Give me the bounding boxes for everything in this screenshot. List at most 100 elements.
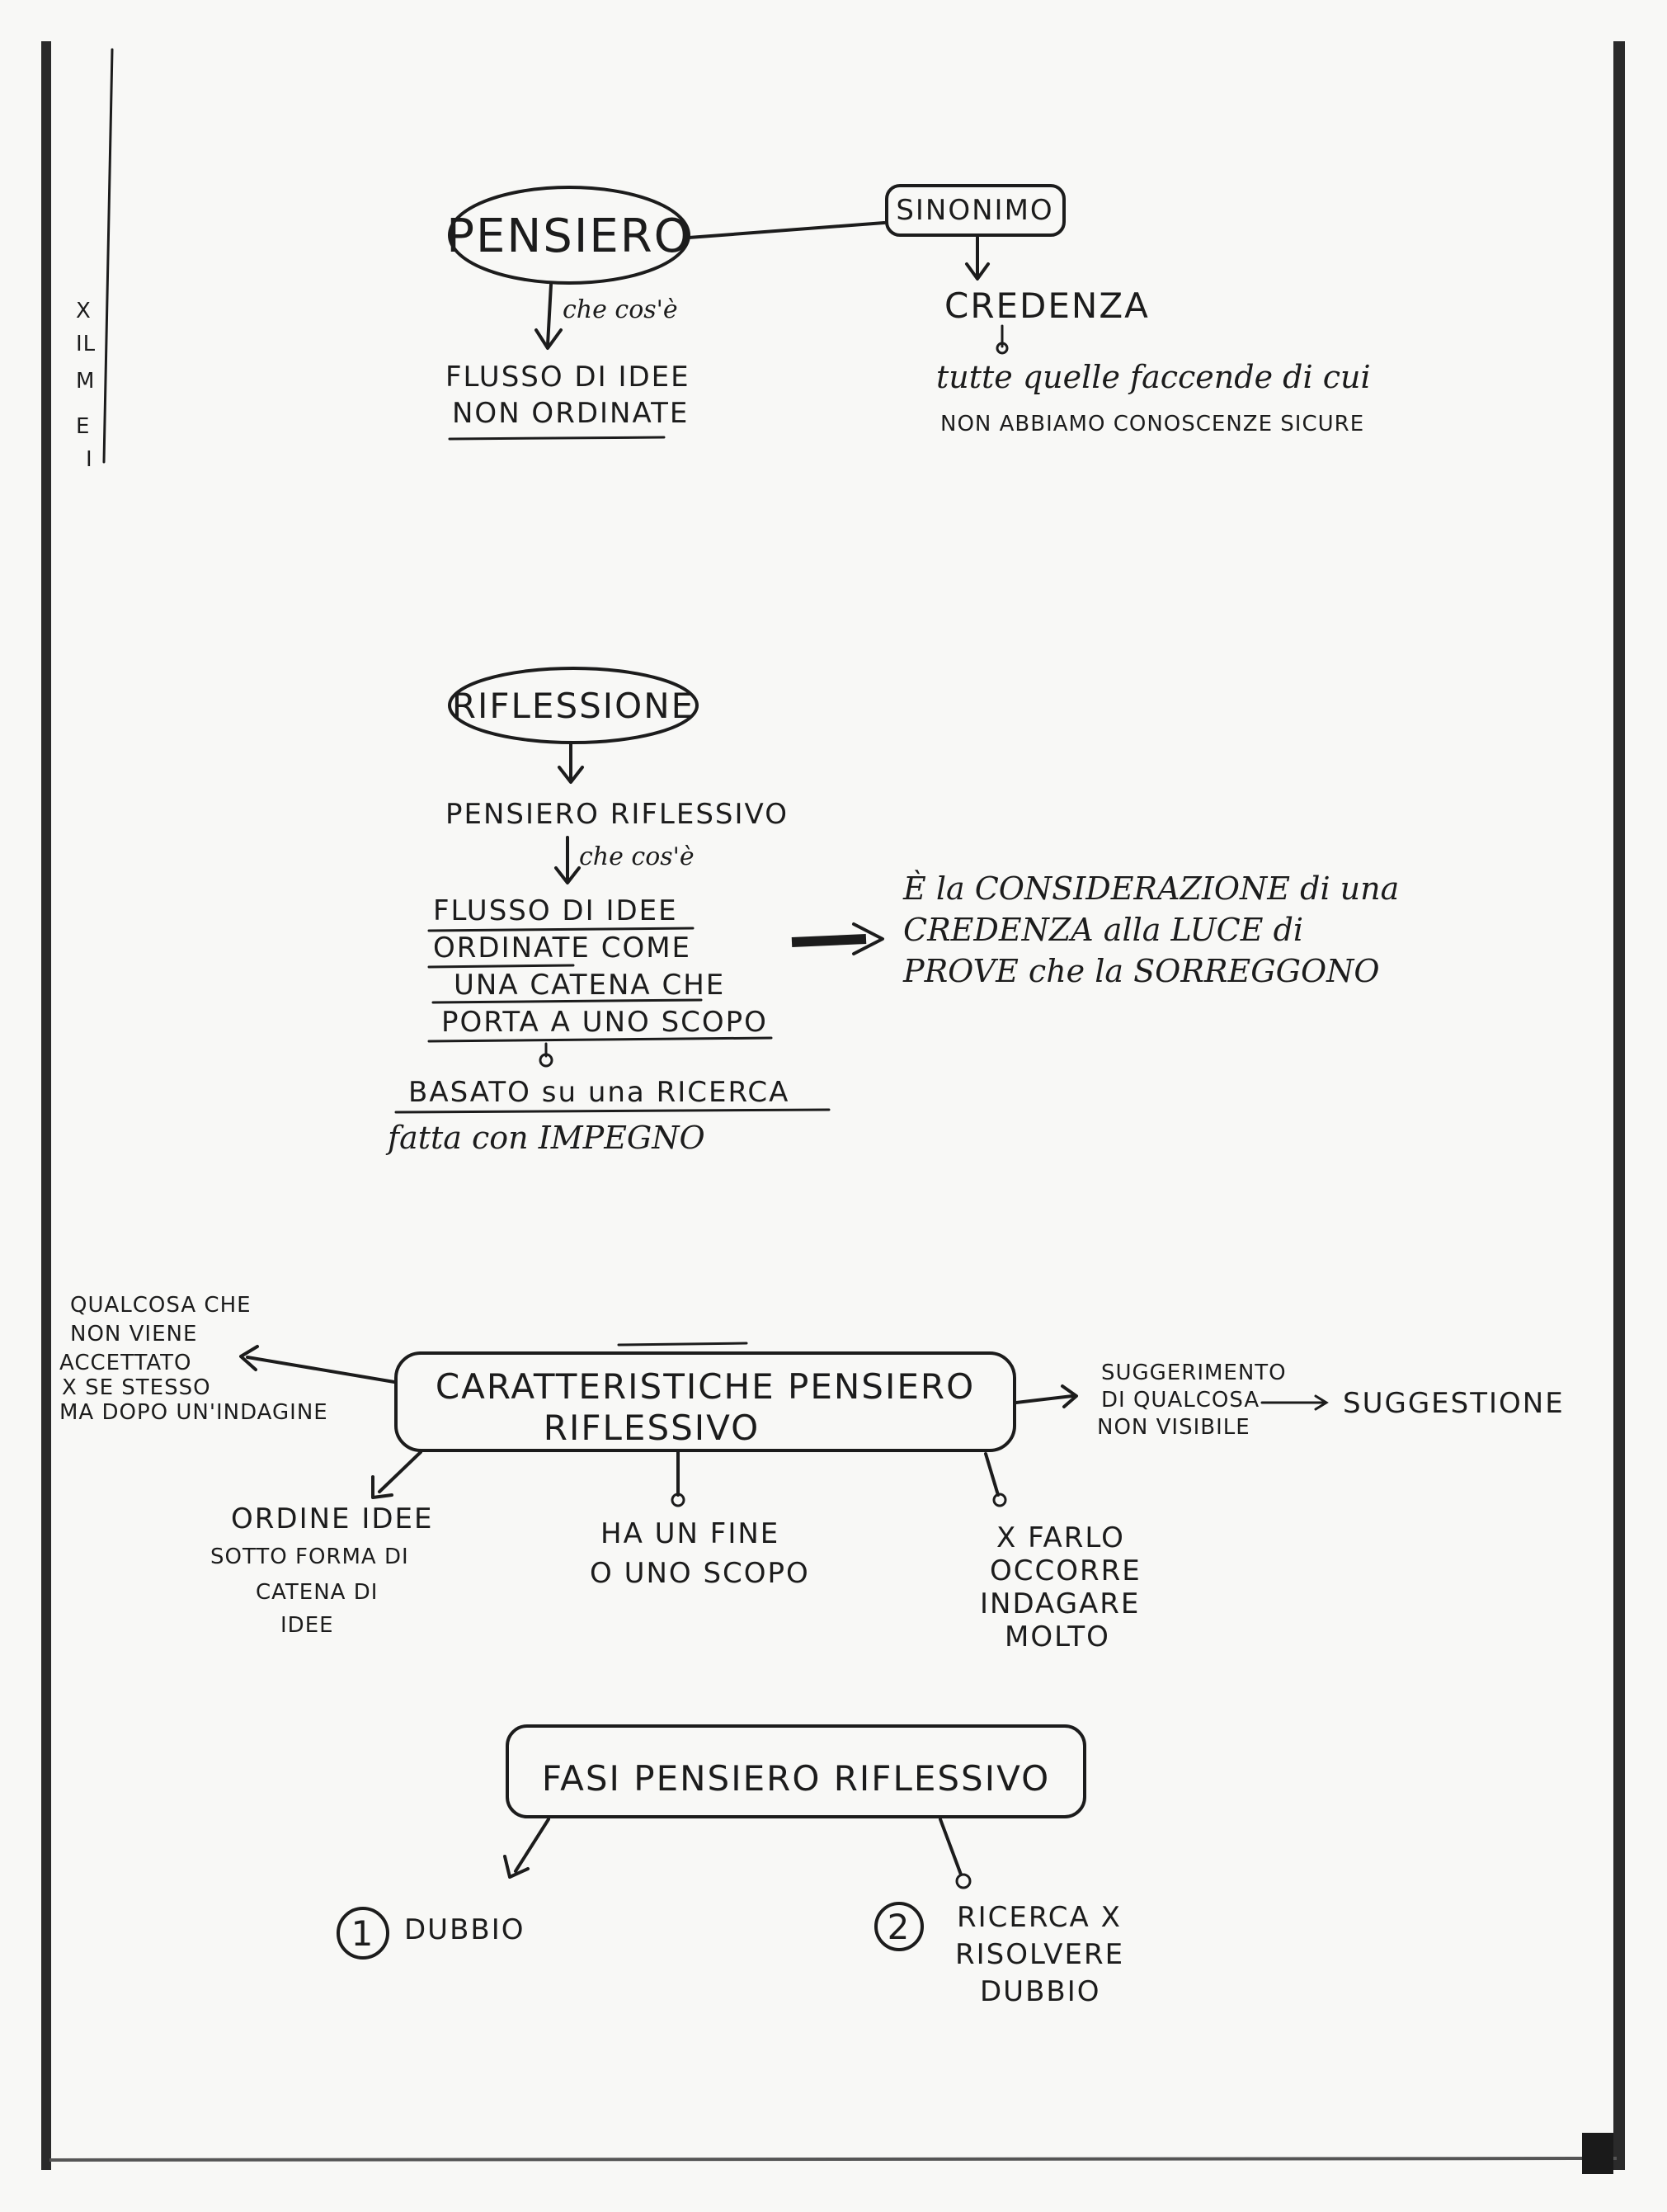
arrow-head <box>852 922 884 955</box>
sinonimo-title: SINONIMO <box>896 194 1053 227</box>
caratteristiche-title: RIFLESSIVO <box>544 1408 760 1448</box>
step1-text: DUBBIO <box>404 1913 525 1946</box>
step1-number: 1 <box>351 1913 375 1954</box>
arrow-head <box>503 1855 530 1879</box>
arrow-left <box>246 1356 396 1384</box>
riflessione-def-line: UNA CATENA CHE <box>454 969 725 1002</box>
arrow-head <box>558 766 584 784</box>
branch3-line: INDAGARE <box>980 1587 1140 1620</box>
pensiero-def-line: NON ORDINATE <box>452 397 689 430</box>
sinonimo-section: SINONIMO CREDENZA tutte quelle faccende … <box>885 184 1371 436</box>
arrow-pensiero-def <box>546 283 553 347</box>
right-note-line: DI QUALCOSA <box>1101 1388 1260 1413</box>
underline <box>427 927 695 932</box>
arrow-head <box>239 1345 259 1371</box>
arrow-head <box>965 262 990 281</box>
branch1-line: CATENA DI <box>256 1580 378 1605</box>
arrow-right <box>1015 1394 1074 1404</box>
arrow-tip <box>992 1493 1007 1507</box>
sinonimo-desc: NON ABBIAMO CONOSCENZE SICURE <box>940 412 1364 436</box>
arrow-b1 <box>378 1450 422 1493</box>
fasi-section: FASI PENSIERO RIFLESSIVO 1 DUBBIO 2 RICE… <box>337 1724 1124 2008</box>
arrow-tip <box>955 1873 972 1889</box>
step2-line: RICERCA X <box>957 1901 1122 1934</box>
considerazione-line: PROVE che la SORREGGONO <box>902 953 1380 989</box>
riflessione-section: RIFLESSIONE PENSIERO RIFLESSIVO che cos'… <box>385 667 1399 1156</box>
arrow-head <box>554 866 581 884</box>
left-note-line: ACCETTATO <box>59 1351 191 1375</box>
step2-number: 2 <box>888 1907 911 1947</box>
left-note-line: QUALCOSA CHE <box>70 1293 252 1318</box>
left-note-line: MA DOPO UN'INDAGINE <box>59 1400 328 1425</box>
riflessione-def-line: PORTA A UNO SCOPO <box>441 1006 768 1039</box>
corner-mark <box>1582 2133 1613 2174</box>
arrow-tip <box>539 1053 553 1068</box>
caratteristiche-title: CARATTERISTICHE PENSIERO <box>436 1366 975 1407</box>
underline <box>448 436 666 441</box>
branch3-line: X FARLO <box>996 1521 1125 1554</box>
left-note-line: X SE STESSO <box>62 1375 211 1400</box>
underline <box>431 998 703 1004</box>
sinonimo-node <box>885 184 1066 237</box>
pensiero-node <box>448 186 690 285</box>
sinonimo-desc: tutte quelle faccende di cui <box>936 359 1371 395</box>
step2-line: RISOLVERE <box>955 1938 1124 1971</box>
margin-note: IL <box>76 332 96 356</box>
step2-line: DUBBIO <box>980 1975 1101 2008</box>
margin-note: X <box>76 299 92 323</box>
right-note-line: NON VISIBILE <box>1097 1415 1250 1440</box>
pensiero-def-line: FLUSSO DI IDEE <box>445 361 690 394</box>
bottom-edge <box>49 2157 1618 2162</box>
arrow-b3 <box>984 1452 1000 1497</box>
riflessione-based: BASATO su una RICERCA <box>408 1076 789 1109</box>
arrow-head <box>1061 1384 1078 1408</box>
branch3-line: MOLTO <box>1005 1620 1110 1653</box>
riflessione-based: fatta con IMPEGNO <box>385 1120 705 1156</box>
arrow-tip <box>671 1493 685 1507</box>
riflessione-def-line: FLUSSO DI IDEE <box>433 894 678 927</box>
considerazione-line: È la CONSIDERAZIONE di una <box>902 870 1399 907</box>
arrow-tip <box>996 342 1009 355</box>
arrow-head <box>534 328 563 350</box>
margin-line <box>102 48 114 464</box>
link-label: che cos'è <box>563 295 678 324</box>
margin-note: M <box>76 369 95 394</box>
margin-note: E <box>76 414 90 439</box>
right-term: SUGGESTIONE <box>1343 1387 1565 1420</box>
branch3-line: OCCORRE <box>990 1554 1142 1587</box>
branch1-line: SOTTO FORMA DI <box>210 1545 409 1569</box>
arrow-head <box>371 1475 393 1499</box>
pensiero-section: PENSIERO che cos'è FLUSSO DI IDEE NON OR… <box>445 186 886 441</box>
fasi-node <box>506 1724 1086 1818</box>
sinonimo-term: CREDENZA <box>944 285 1150 326</box>
right-note-line: SUGGERIMENTO <box>1101 1361 1287 1385</box>
caratteristiche-node <box>394 1351 1016 1452</box>
riflessione-def-line: ORDINATE COME <box>433 931 691 965</box>
branch2-line: O UNO SCOPO <box>590 1557 810 1590</box>
arrow-head <box>1314 1394 1329 1411</box>
right-border <box>1613 41 1625 2170</box>
over-stroke <box>617 1342 748 1347</box>
link-pensiero-sinonimo <box>687 221 886 239</box>
left-border <box>41 41 51 2170</box>
caratteristiche-section: CARATTERISTICHE PENSIERO RIFLESSIVO QUAL… <box>59 1293 1565 1653</box>
link-label: che cos'è <box>579 842 695 871</box>
riflessione-node <box>448 667 699 744</box>
margin-note: I <box>86 447 93 472</box>
step1-circle <box>337 1907 389 1960</box>
riflessione-sub: PENSIERO RIFLESSIVO <box>445 798 789 831</box>
step2-circle <box>874 1902 924 1951</box>
arrow-fase1 <box>514 1818 550 1873</box>
branch1-line: IDEE <box>280 1613 334 1638</box>
double-arrow <box>791 934 867 947</box>
left-note-line: NON VIENE <box>70 1322 197 1347</box>
riflessione-title: RIFLESSIONE <box>452 686 695 726</box>
considerazione-line: CREDENZA alla LUCE di <box>903 912 1303 948</box>
fasi-title: FASI PENSIERO RIFLESSIVO <box>542 1758 1050 1799</box>
branch2-line: HA UN FINE <box>600 1517 779 1550</box>
arrow-fase2 <box>939 1818 963 1876</box>
underline <box>427 964 575 969</box>
pensiero-title: PENSIERO <box>446 210 691 263</box>
